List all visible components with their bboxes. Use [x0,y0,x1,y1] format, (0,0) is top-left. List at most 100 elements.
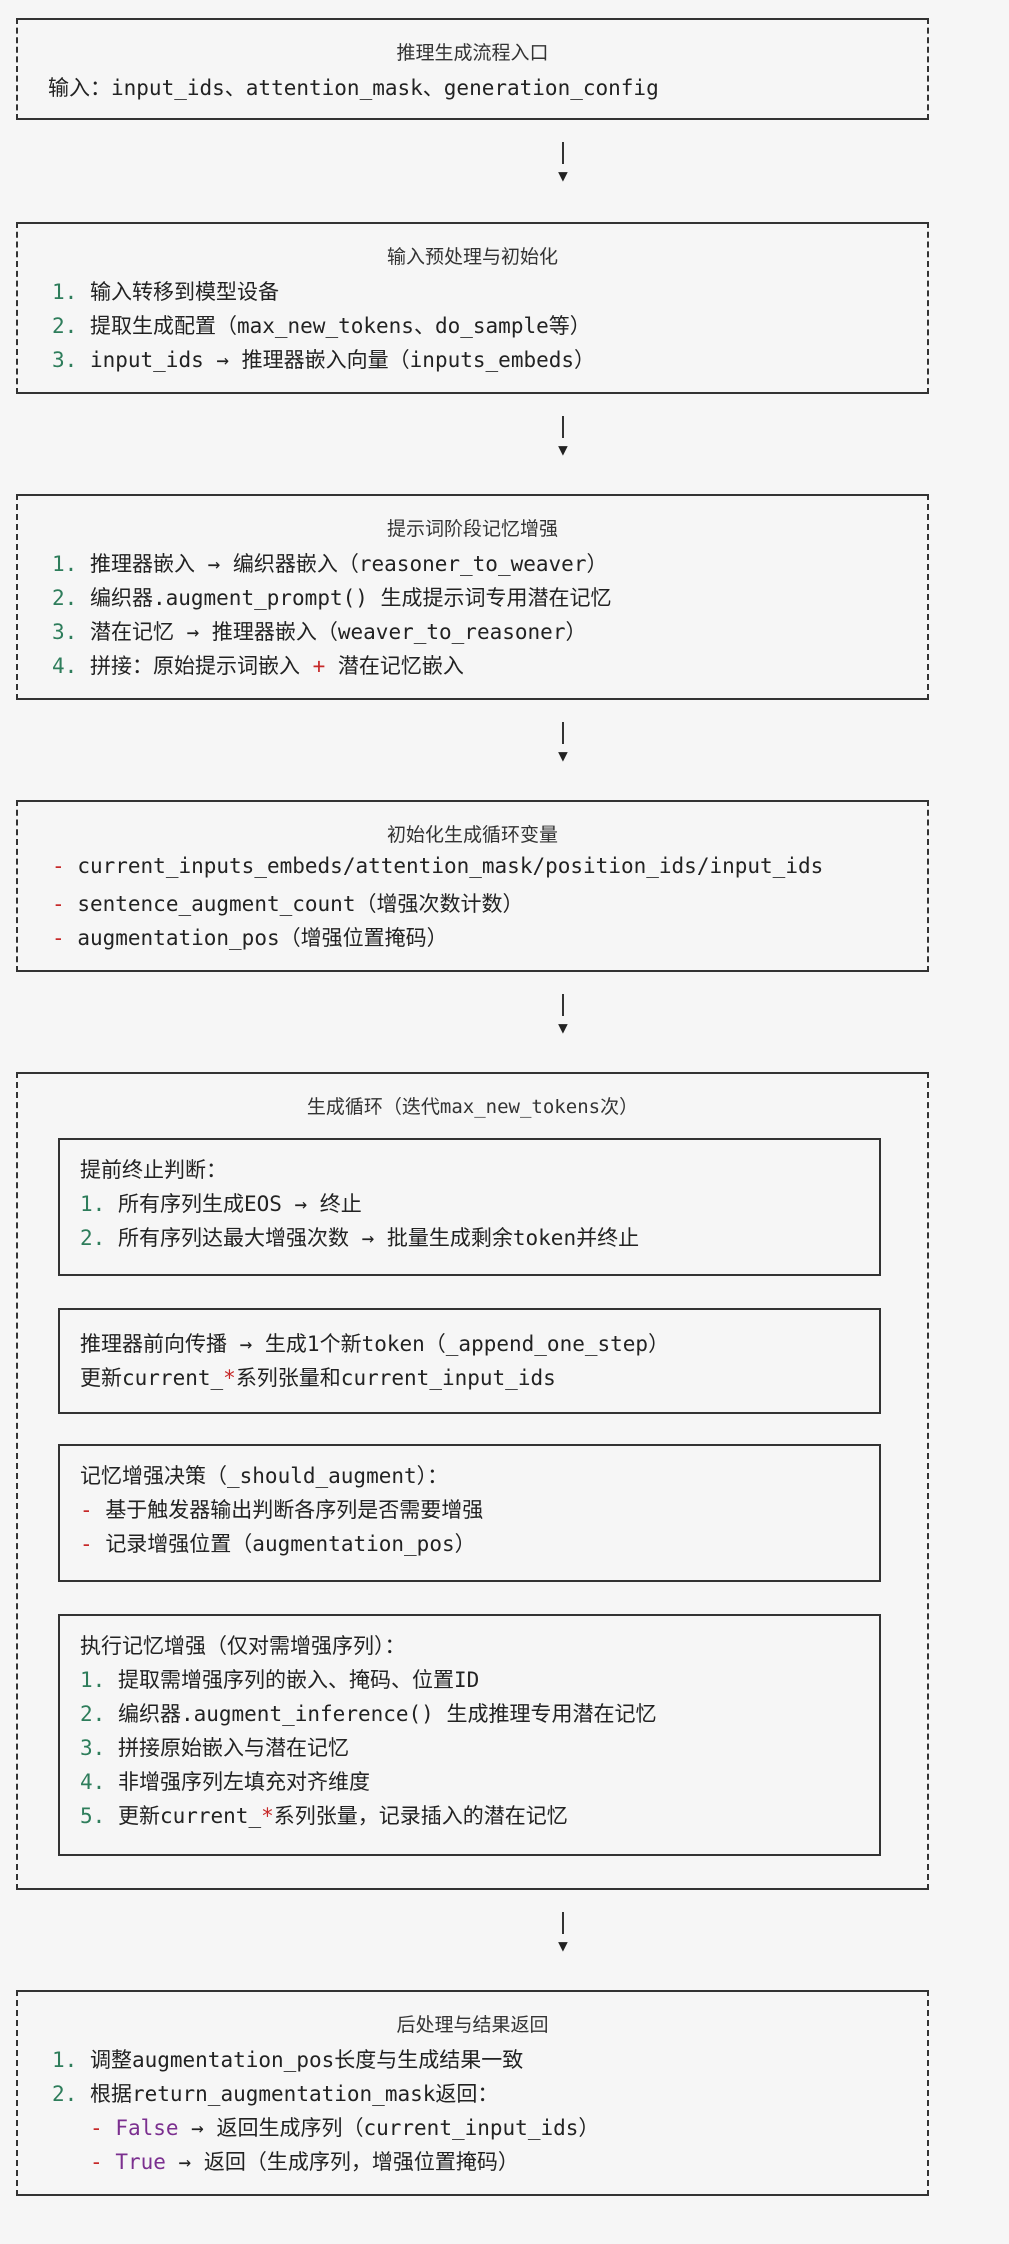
entry-input-line: 输入：input_ids、attention_mask、generation_c… [48,76,659,100]
item-number: 4. [52,654,78,678]
loop-init-box: 初始化生成循环变量 - current_inputs_embeds/attent… [16,800,929,972]
item-number: 2. [52,314,78,338]
postprocess-subitem-2: - True → 返回（生成序列，增强位置掩码） [90,2146,519,2176]
star-marker: * [261,1804,274,1828]
item-text: 非增强序列左填充对齐维度 [117,1770,370,1794]
dash-marker: - [52,892,65,916]
item-text: 编织器.augment_inference() 生成推理专用潜在记忆 [117,1702,657,1726]
item-text: 记录增强位置（augmentation_pos） [105,1532,476,1556]
item-number: 1. [52,552,78,576]
keyword: True [115,2150,166,2174]
item-text: 更新current_ [117,1804,262,1828]
item-text: → 返回生成序列（current_input_ids） [178,2116,600,2140]
item-number: 5. [80,1804,106,1828]
prompt-augment-title: 提示词阶段记忆增强 [386,518,558,540]
item-text: 所有序列达最大增强次数 → 批量生成剩余token并终止 [117,1226,640,1250]
line-text: 更新current_ [80,1366,224,1390]
augment-decision-heading: 记忆增强决策（_should_augment）： [80,1464,449,1488]
execute-augment-box: 执行记忆增强（仅对需增强序列）： 1. 提取需增强序列的嵌入、掩码、位置ID 2… [58,1614,881,1856]
forward-pass-line-2: 更新current_*系列张量和current_input_ids [80,1362,556,1392]
postprocess-box: 后处理与结果返回 1. 调整augmentation_pos长度与生成结果一致 … [16,1990,929,2196]
item-number: 1. [80,1668,106,1692]
loop-init-item-2: - sentence_augment_count（增强次数计数） [52,888,523,918]
execute-augment-item-4: 4. 非增强序列左填充对齐维度 [80,1766,370,1796]
dash-marker: - [80,1498,93,1522]
item-text: 潜在记忆 → 推理器嵌入（weaver_to_reasoner） [89,620,587,644]
item-text: 调整augmentation_pos长度与生成结果一致 [89,2048,524,2072]
arrow-3: ▼ [556,722,570,764]
item-number: 3. [52,348,78,372]
item-number: 2. [80,1702,106,1726]
arrow-2: ▼ [556,416,570,458]
item-text: 提取生成配置（max_new_tokens、do_sample等） [89,314,591,338]
early-stop-heading: 提前终止判断： [80,1158,227,1182]
item-text: 基于触发器输出判断各序列是否需要增强 [105,1498,484,1522]
dash-marker: - [52,926,65,950]
entry-box: 推理生成流程入口 输入：input_ids、attention_mask、gen… [16,18,929,120]
execute-augment-item-1: 1. 提取需增强序列的嵌入、掩码、位置ID [80,1664,479,1694]
item-number: 4. [80,1770,106,1794]
item-number: 3. [80,1736,106,1760]
arrow-4: ▼ [556,994,570,1036]
prompt-augment-item-4: 4. 拼接：原始提示词嵌入 + 潜在记忆嵌入 [52,650,464,680]
early-stop-item-1: 1. 所有序列生成EOS → 终止 [80,1188,362,1218]
item-text: input_ids → 推理器嵌入向量（inputs_embeds） [89,348,596,372]
augment-decision-box: 记忆增强决策（_should_augment）： - 基于触发器输出判断各序列是… [58,1444,881,1582]
entry-title: 推理生成流程入口 [396,42,549,64]
item-text: 输入转移到模型设备 [89,280,279,304]
item-text: → 返回（生成序列，增强位置掩码） [165,2150,519,2174]
prompt-augment-item-2: 2. 编织器.augment_prompt() 生成提示词专用潜在记忆 [52,582,612,612]
dash-marker: - [80,1532,93,1556]
dash-marker: - [52,854,65,878]
generation-loop-title: 生成循环（迭代max_new_tokens次） [306,1096,639,1118]
item-text: 编织器.augment_prompt() 生成提示词专用潜在记忆 [89,586,612,610]
item-number: 2. [52,2082,78,2106]
loop-init-item-3: - augmentation_pos（增强位置掩码） [52,922,448,952]
dash-marker: - [90,2150,103,2174]
preprocess-box: 输入预处理与初始化 1. 输入转移到模型设备 2. 提取生成配置（max_new… [16,222,929,394]
augment-decision-item-2: - 记录增强位置（augmentation_pos） [80,1528,476,1558]
item-text: 所有序列生成EOS → 终止 [117,1192,362,1216]
item-text: 根据return_augmentation_mask返回： [89,2082,499,2106]
item-number: 1. [80,1192,106,1216]
postprocess-title: 后处理与结果返回 [396,2014,549,2036]
generation-loop-box: 生成循环（迭代max_new_tokens次） 提前终止判断： 1. 所有序列生… [16,1072,929,1890]
item-text: 系列张量，记录插入的潜在记忆 [273,1804,568,1828]
early-stop-item-2: 2. 所有序列达最大增强次数 → 批量生成剩余token并终止 [80,1222,639,1252]
early-stop-box: 提前终止判断： 1. 所有序列生成EOS → 终止 2. 所有序列达最大增强次数… [58,1138,881,1276]
arrow-1: ▼ [556,142,570,184]
loop-init-title: 初始化生成循环变量 [386,824,558,846]
item-number: 1. [52,280,78,304]
star-marker: * [223,1366,236,1390]
item-text: 推理器嵌入 → 编织器嵌入（reasoner_to_weaver） [89,552,608,576]
forward-pass-line-1: 推理器前向传播 → 生成1个新token（_append_one_step） [80,1332,670,1356]
forward-pass-box: 推理器前向传播 → 生成1个新token（_append_one_step） 更… [58,1308,881,1414]
augment-decision-item-1: - 基于触发器输出判断各序列是否需要增强 [80,1494,483,1524]
loop-init-item-1: - current_inputs_embeds/attention_mask/p… [52,854,823,878]
keyword: False [115,2116,179,2140]
item-text: current_inputs_embeds/attention_mask/pos… [77,854,824,878]
item-number: 1. [52,2048,78,2072]
prompt-augment-item-3: 3. 潜在记忆 → 推理器嵌入（weaver_to_reasoner） [52,616,586,646]
execute-augment-heading: 执行记忆增强（仅对需增强序列）： [80,1634,406,1658]
prompt-augment-item-1: 1. 推理器嵌入 → 编织器嵌入（reasoner_to_weaver） [52,548,607,578]
item-number: 2. [52,586,78,610]
preprocess-item-3: 3. input_ids → 推理器嵌入向量（inputs_embeds） [52,344,595,374]
execute-augment-item-5: 5. 更新current_*系列张量，记录插入的潜在记忆 [80,1800,568,1830]
item-text: sentence_augment_count（增强次数计数） [77,892,524,916]
preprocess-item-1: 1. 输入转移到模型设备 [52,276,279,306]
preprocess-item-2: 2. 提取生成配置（max_new_tokens、do_sample等） [52,310,591,340]
item-number: 3. [52,620,78,644]
item-text: augmentation_pos（增强位置掩码） [77,926,448,950]
postprocess-item-2: 2. 根据return_augmentation_mask返回： [52,2078,498,2108]
item-text: 拼接：原始提示词嵌入 [89,654,313,678]
prompt-augment-box: 提示词阶段记忆增强 1. 推理器嵌入 → 编织器嵌入（reasoner_to_w… [16,494,929,700]
item-text: 潜在记忆嵌入 [325,654,464,678]
execute-augment-item-2: 2. 编织器.augment_inference() 生成推理专用潜在记忆 [80,1698,656,1728]
arrow-5: ▼ [556,1912,570,1954]
line-text: 系列张量和current_input_ids [235,1366,556,1390]
postprocess-item-1: 1. 调整augmentation_pos长度与生成结果一致 [52,2044,523,2074]
item-number: 2. [80,1226,106,1250]
dash-marker: - [90,2116,103,2140]
